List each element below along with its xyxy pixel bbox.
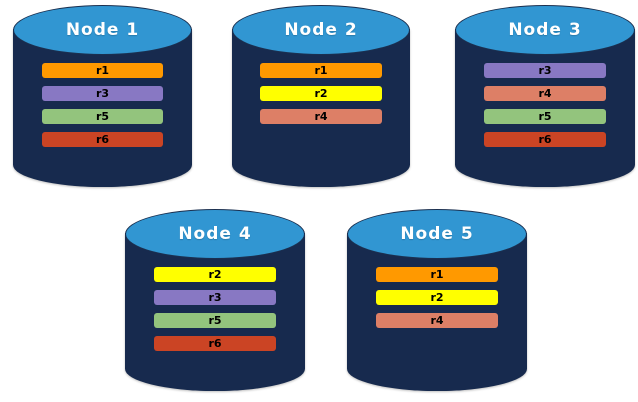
cylinder-top-ellipse bbox=[125, 209, 305, 259]
replica-bar-r5[interactable]: r5 bbox=[41, 109, 164, 124]
cylinder-body bbox=[125, 233, 305, 391]
cylinder-top-ellipse bbox=[232, 5, 410, 55]
replica-list: r2 r3 r5 r6 bbox=[125, 267, 305, 351]
replica-bar-r2[interactable]: r2 bbox=[260, 86, 382, 101]
replica-bar-r5[interactable]: r5 bbox=[483, 109, 607, 124]
cylinder-body bbox=[232, 29, 410, 187]
replica-bar-r1[interactable]: r1 bbox=[375, 267, 499, 282]
replica-bar-r1[interactable]: r1 bbox=[41, 63, 164, 78]
replica-list: r1 r2 r4 bbox=[347, 267, 527, 328]
cylinder-shape bbox=[347, 209, 527, 391]
cylinder-shape bbox=[125, 209, 305, 391]
cylinder-top-ellipse bbox=[455, 5, 635, 55]
cylinder-shape bbox=[455, 5, 635, 187]
cylinder-shape bbox=[232, 5, 410, 187]
replica-list: r1 r2 r4 bbox=[232, 63, 410, 124]
replica-bar-r5[interactable]: r5 bbox=[153, 313, 277, 328]
replica-bar-r4[interactable]: r4 bbox=[375, 313, 499, 328]
cylinder-body bbox=[455, 29, 635, 187]
cylinder-body bbox=[13, 29, 192, 187]
replica-bar-r3[interactable]: r3 bbox=[41, 86, 164, 101]
replica-bar-r1[interactable]: r1 bbox=[260, 63, 382, 78]
replica-bar-r4[interactable]: r4 bbox=[260, 109, 382, 124]
replica-bar-r6[interactable]: r6 bbox=[483, 132, 607, 147]
cylinder-top-ellipse bbox=[13, 5, 192, 55]
replica-bar-r4[interactable]: r4 bbox=[483, 86, 607, 101]
replica-bar-r3[interactable]: r3 bbox=[153, 290, 277, 305]
replica-bar-r3[interactable]: r3 bbox=[483, 63, 607, 78]
replica-bar-r6[interactable]: r6 bbox=[41, 132, 164, 147]
replica-bar-r2[interactable]: r2 bbox=[153, 267, 277, 282]
replica-bar-r2[interactable]: r2 bbox=[375, 290, 499, 305]
replica-list: r3 r4 r5 r6 bbox=[455, 63, 635, 147]
cylinder-top-ellipse bbox=[347, 209, 527, 259]
cylinder-shape bbox=[13, 5, 192, 187]
replica-list: r1 r3 r5 r6 bbox=[13, 63, 192, 147]
replica-bar-r6[interactable]: r6 bbox=[153, 336, 277, 351]
